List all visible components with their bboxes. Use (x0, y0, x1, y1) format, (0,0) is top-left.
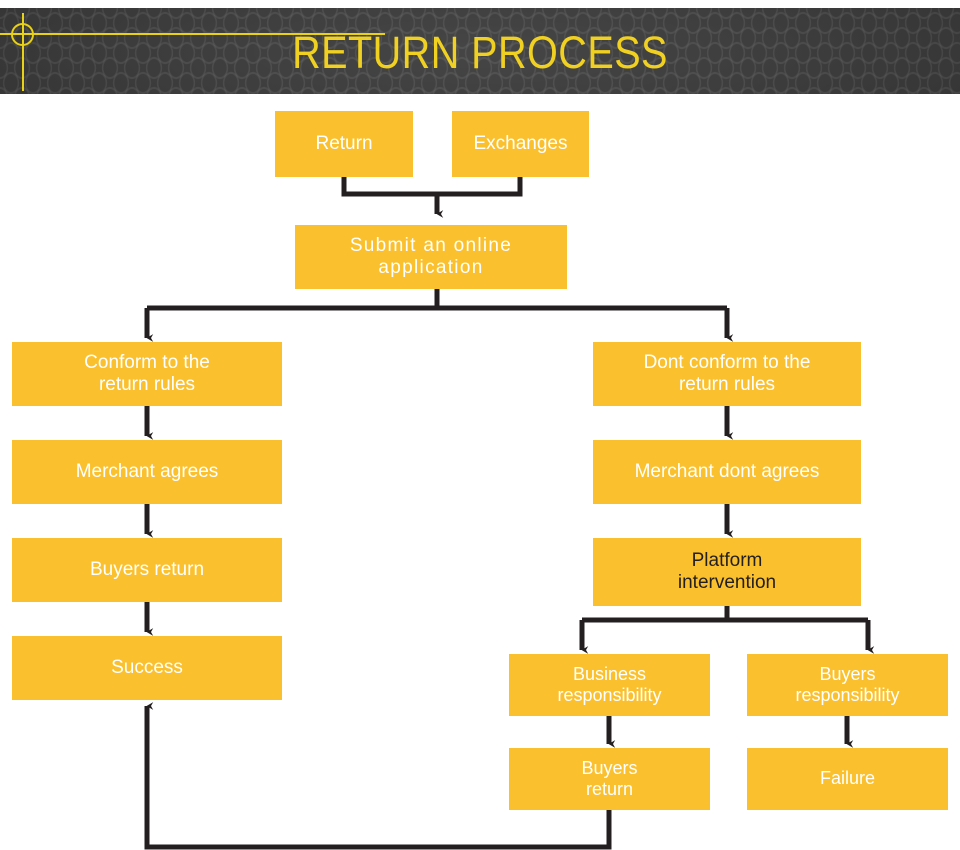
node-return[interactable]: Return (275, 111, 413, 177)
header-vignette (0, 8, 960, 94)
page-title: RETURN PROCESS (292, 27, 668, 78)
edge-platform-split-bar (582, 606, 868, 623)
node-merchant-agrees[interactable]: Merchant agrees (12, 440, 282, 504)
crosshair-horizontal-line-icon (0, 33, 385, 35)
header-texture-pattern (0, 8, 960, 94)
node-submit-online-application[interactable]: Submit an online application (295, 225, 567, 289)
node-business-responsibility[interactable]: Business responsibility (509, 654, 710, 716)
node-buyers-return-left[interactable]: Buyers return (12, 538, 282, 602)
node-buyers-responsibility[interactable]: Buyers responsibility (747, 654, 948, 716)
edge-submit-split-bar (147, 289, 727, 311)
node-platform-intervention[interactable]: Platform intervention (593, 538, 861, 606)
crosshair-circle-icon (11, 23, 34, 46)
edge-feedback-loop-to-success (144, 702, 612, 850)
node-exchanges[interactable]: Exchanges (452, 111, 589, 177)
crosshair-vertical-line-icon (22, 13, 24, 91)
node-failure[interactable]: Failure (747, 748, 948, 810)
node-success[interactable]: Success (12, 636, 282, 700)
edge-return-exchanges-merge (341, 177, 523, 197)
page-header: RETURN PROCESS (0, 8, 960, 94)
node-merchant-dont-agrees[interactable]: Merchant dont agrees (593, 440, 861, 504)
flowchart: Return Exchanges Submit an online applic… (0, 94, 960, 850)
node-conform-to-return-rules[interactable]: Conform to the return rules (12, 342, 282, 406)
node-dont-conform-to-return-rules[interactable]: Dont conform to the return rules (593, 342, 861, 406)
node-buyers-return-right[interactable]: Buyers return (509, 748, 710, 810)
flowchart-connectors (144, 177, 875, 850)
